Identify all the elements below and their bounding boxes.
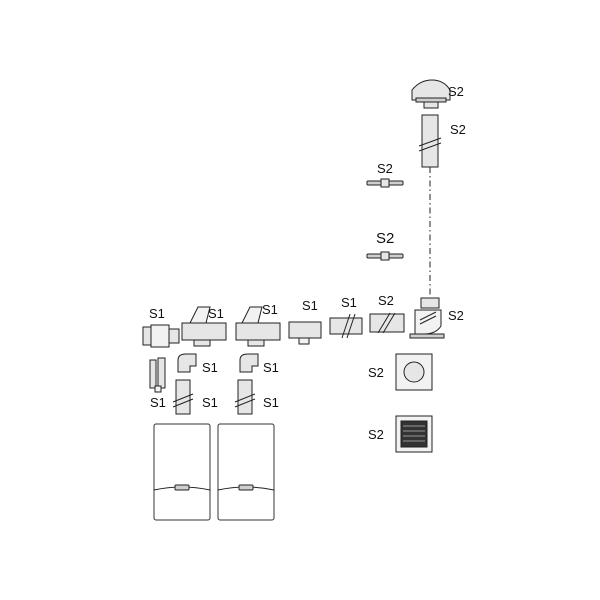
label-s2-extension-pipe: S2 bbox=[378, 293, 394, 308]
label-s2-vertical-pipe: S2 bbox=[450, 122, 466, 137]
boiler-2 bbox=[217, 423, 275, 521]
label-s2-roof-terminal: S2 bbox=[448, 84, 464, 99]
ventilation-grille bbox=[395, 415, 433, 453]
extension-pipe-s1 bbox=[329, 313, 363, 339]
boiler-1 bbox=[153, 423, 211, 521]
wall-plate bbox=[395, 353, 433, 391]
roof-terminal bbox=[411, 79, 451, 109]
label-s1-pipe-1-left: S1 bbox=[150, 395, 166, 410]
label-s1-elbow-1: S1 bbox=[202, 360, 218, 375]
label-s1-adapter: S1 bbox=[149, 306, 165, 321]
pipe-2 bbox=[234, 379, 256, 415]
inspection-pipe bbox=[288, 321, 322, 345]
t-piece-2 bbox=[235, 306, 281, 347]
pipe-1 bbox=[172, 379, 194, 415]
label-s2-clamp-lower: S2 bbox=[376, 230, 394, 247]
label-s2-elbow-support: S2 bbox=[448, 308, 464, 323]
extension-pipe-s2 bbox=[369, 312, 405, 334]
label-s1-t-piece-1: S1 bbox=[208, 306, 224, 321]
boiler-adapter bbox=[142, 324, 180, 348]
label-s1-t-piece-2: S1 bbox=[262, 302, 278, 317]
label-s1-extension-pipe: S1 bbox=[341, 295, 357, 310]
vertical-pipe bbox=[418, 114, 442, 168]
label-s2-clamp-upper: S2 bbox=[377, 161, 393, 176]
pipe-clamp-upper bbox=[366, 178, 404, 188]
label-s1-inspection-pipe: S1 bbox=[302, 298, 318, 313]
label-s1-pipe-2: S1 bbox=[263, 395, 279, 410]
elbow-1 bbox=[177, 353, 197, 373]
condensate-trap bbox=[149, 357, 166, 393]
label-s1-elbow-2: S1 bbox=[263, 360, 279, 375]
pipe-clamp-lower bbox=[366, 251, 404, 261]
t-piece-1 bbox=[181, 306, 227, 347]
elbow-support bbox=[409, 297, 445, 339]
label-s1-pipe-1-right: S1 bbox=[202, 395, 218, 410]
elbow-2 bbox=[239, 353, 259, 373]
label-s2-ventilation-grille: S2 bbox=[368, 427, 384, 442]
label-s2-wall-plate: S2 bbox=[368, 365, 384, 380]
